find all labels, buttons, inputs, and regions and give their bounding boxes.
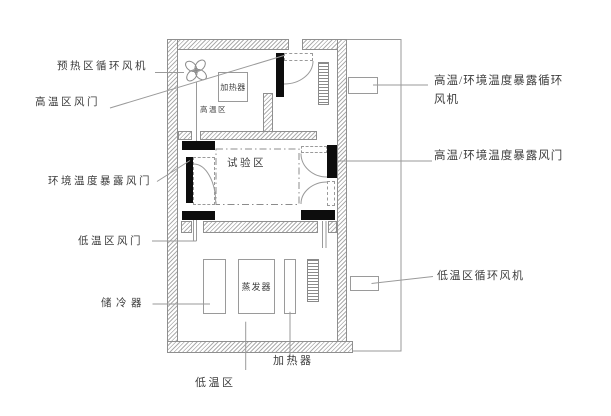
heater-bottom-box	[284, 259, 296, 314]
cold-store-box	[203, 259, 226, 314]
right-duct-lines	[322, 221, 327, 248]
lt-zone-label: 低温区	[195, 377, 236, 389]
testzone-bottom-right-door-arc	[300, 181, 328, 205]
heater-coil-bottom-icon	[307, 259, 319, 302]
lt-fan-label: 低温区循环风机	[437, 270, 525, 282]
testzone-top-wall	[200, 131, 317, 140]
test-zone-label: 试验区	[227, 158, 266, 169]
ht-zone-label: 高温区	[200, 105, 227, 114]
wall-bottom	[167, 341, 353, 353]
wall-left	[167, 39, 178, 353]
testzone-damper-bottom-right	[301, 210, 335, 220]
ht-zone-divider-wall	[263, 93, 273, 132]
leader-lt-fan	[371, 276, 434, 284]
wall-right	[337, 39, 347, 353]
ht-ambient-damper-label: 高温/环境温度暴露风门	[434, 150, 564, 162]
wall-top-left	[167, 39, 289, 50]
ambient-exposure-damper	[186, 157, 193, 203]
ht-ambient-fan-label-line1: 高温/环境温度暴露循环	[434, 75, 564, 87]
testzone-right-door-leaf	[301, 146, 327, 153]
evaporator-label: 蒸发器	[241, 282, 272, 292]
lt-damper-label: 低温区风门	[78, 236, 143, 247]
heater-bottom-callout-label: 加热器	[273, 355, 314, 367]
fan-icon	[185, 59, 207, 82]
testzone-bottom-wall	[203, 221, 318, 233]
ht-zone-damper	[276, 53, 284, 97]
preheat-fan-label: 预热区循环风机	[57, 61, 148, 72]
testzone-right-door-arc	[300, 153, 328, 178]
testzone-bottom-wall-stub-right	[328, 221, 337, 233]
lt-zone-damper	[182, 211, 215, 220]
testzone-damper-top-left	[182, 141, 215, 150]
testzone-bottom-right-door-leaf	[327, 181, 335, 206]
ht-ambient-fan-label-line2: 风机	[434, 93, 459, 106]
cold-store-label: 储冷器	[101, 298, 146, 309]
ht-zone-door-leaf	[284, 53, 313, 61]
ht-zone-door-arc	[283, 60, 314, 85]
heater-top-box: 加热器	[218, 72, 248, 102]
heater-top-label: 加热器	[220, 82, 246, 92]
ht-damper-label: 高温区风门	[35, 97, 100, 108]
ambient-damper-label: 环境温度暴露风门	[48, 176, 152, 187]
testzone-bottom-wall-stub-left	[181, 221, 192, 233]
ht-ambient-exposure-damper	[327, 145, 337, 178]
testzone-top-wall-stub	[178, 131, 192, 140]
heater-coil-top-icon	[318, 62, 329, 105]
left-duct-lines	[193, 220, 197, 241]
ht-ambient-fan-box	[348, 77, 378, 94]
evaporator-box: 蒸发器	[238, 259, 275, 314]
testzone-left-door-leaf	[193, 157, 215, 205]
ht-ambient-fan-label: 高温/环境温度暴露循环 风机	[434, 72, 563, 109]
lt-fan-box	[350, 276, 379, 291]
